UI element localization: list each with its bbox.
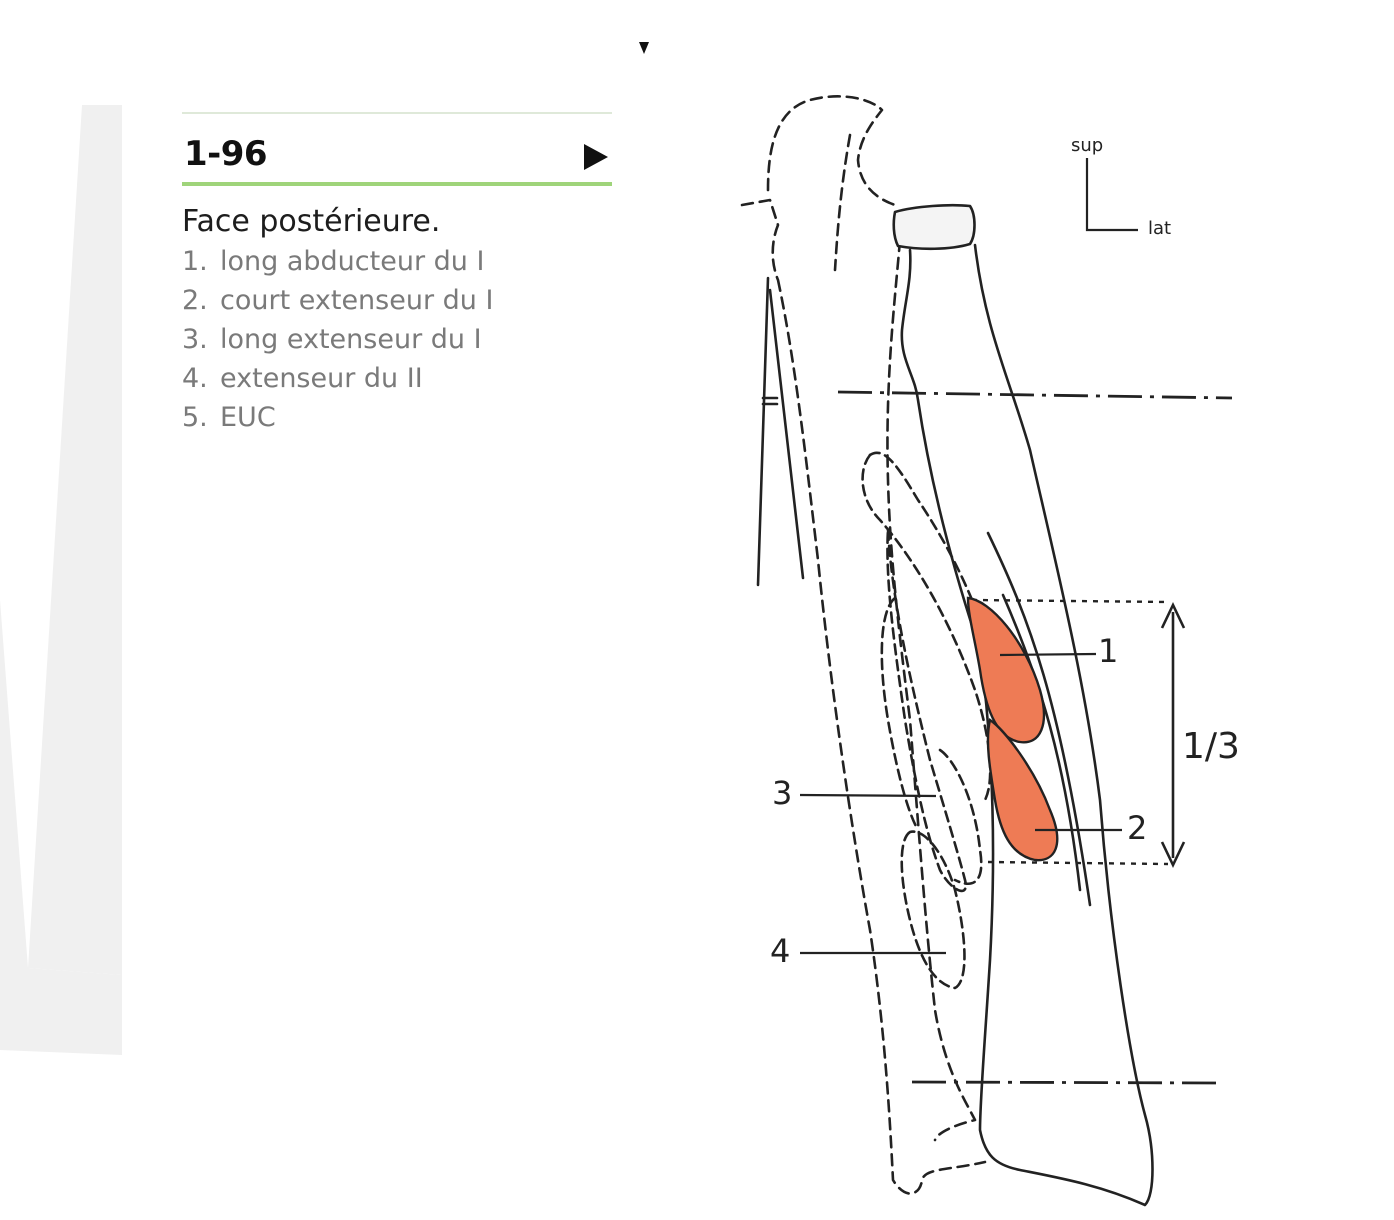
side-line [756, 276, 770, 587]
euc-outline [868, 451, 982, 622]
legend-item: 3.long extenseur du I [182, 324, 482, 355]
fraction-label: 1/3 [1182, 726, 1240, 767]
ulna-inner-line [886, 238, 977, 1142]
muscle-extensor-brevis [986, 718, 1059, 862]
label-1: 1 [1098, 632, 1118, 670]
legend-item: 1.long abducteur du I [182, 246, 485, 277]
level-line-upper [837, 390, 1233, 400]
play-icon[interactable] [584, 144, 608, 170]
label-3: 3 [772, 774, 792, 812]
third-bound-top [971, 598, 1171, 604]
extensor-index-outline [938, 748, 983, 885]
measure-arrow-head-top [1160, 601, 1186, 629]
legend-item: 5.EUC [182, 402, 276, 433]
legend-item: 4.extenseur du II [182, 363, 423, 394]
label-2: 2 [1127, 809, 1147, 847]
crest-line [1001, 593, 1082, 892]
orientation-marker: sup lat [1071, 135, 1171, 239]
leader-line-3 [799, 793, 937, 798]
orientation-up-label: sup [1071, 135, 1103, 156]
legend-list: 1.long abducteur du I 2.court extenseur … [182, 242, 612, 437]
measure-arrow-head-bottom [1160, 841, 1186, 869]
extensor-index-outline [900, 830, 966, 990]
muscle-abductor-longus [966, 596, 1046, 744]
side-line [768, 288, 805, 580]
orientation-right-label: lat [1148, 218, 1171, 239]
figure-title: Face postérieure. [182, 204, 441, 239]
top-mark [639, 42, 649, 54]
ulna-inner-line [833, 133, 852, 272]
level-line-lower [911, 1080, 1223, 1085]
radius-outline [900, 243, 1154, 1207]
extensor-long-outline [880, 596, 920, 832]
top-rule [182, 112, 612, 114]
figure-header: 1-96 [182, 124, 612, 174]
third-bound-bottom [987, 860, 1169, 866]
radius-head [892, 203, 976, 251]
figure-number: 1-96 [184, 134, 268, 174]
legend-item: 2.court extenseur du I [182, 285, 494, 316]
label-4: 4 [770, 932, 790, 970]
figure-caption: 1-96 Face postérieure. 1.long abducteur … [182, 112, 612, 437]
ulna-outline [740, 95, 987, 1195]
side-tick [761, 396, 779, 406]
green-rule [182, 182, 612, 186]
extensor-long-outline [886, 528, 968, 893]
leader-line-1 [999, 652, 1097, 657]
